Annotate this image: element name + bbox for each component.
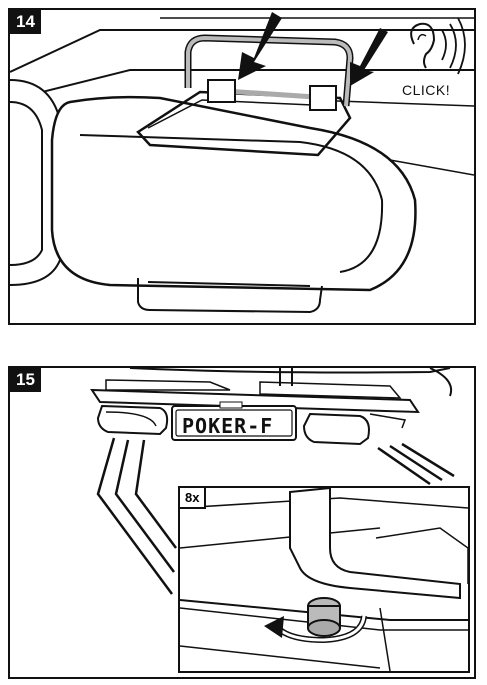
license-plate-text: POKER-F xyxy=(182,414,274,438)
sound-waves-icon xyxy=(441,17,466,75)
pointer-lines-icon xyxy=(96,437,455,595)
detail-inset: 8x xyxy=(178,486,470,673)
step-15-panel: 15 POKER-F 8x xyxy=(8,366,476,679)
step-number: 14 xyxy=(10,10,41,34)
ear-icon xyxy=(410,22,436,69)
rotate-arrow-icon xyxy=(264,615,367,644)
repeat-count-badge: 8x xyxy=(180,488,207,509)
push-down-arrow-icon xyxy=(238,12,388,86)
step-14-panel: 14 xyxy=(8,8,476,325)
step-number: 15 xyxy=(10,368,41,392)
inset-illustration xyxy=(180,488,468,671)
step-14-illustration xyxy=(10,12,474,314)
click-sound-label: CLICK! xyxy=(402,82,451,98)
step-15-illustration xyxy=(90,368,455,595)
